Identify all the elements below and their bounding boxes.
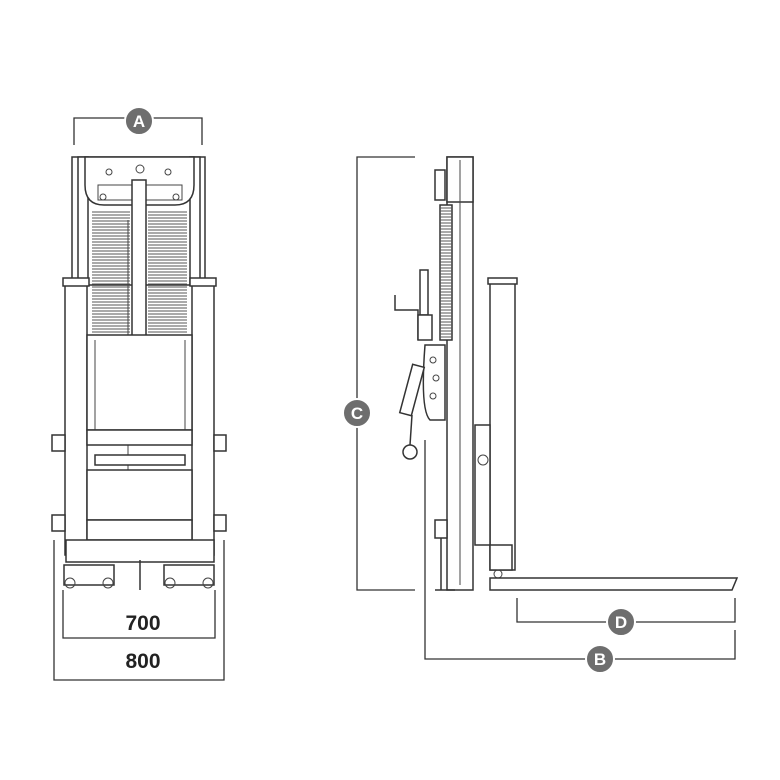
svg-text:A: A bbox=[133, 112, 145, 131]
base bbox=[65, 539, 215, 563]
label-c: C bbox=[342, 398, 372, 428]
label-d: D bbox=[606, 607, 636, 637]
right-outer-post bbox=[191, 279, 215, 556]
svg-text:C: C bbox=[351, 404, 363, 423]
fork-carriage bbox=[489, 279, 516, 571]
side-view bbox=[356, 156, 739, 660]
front-view bbox=[51, 117, 227, 681]
dimension-b-line bbox=[424, 440, 736, 660]
dimension-700-label: 700 bbox=[125, 612, 160, 635]
dimension-800-label: 800 bbox=[125, 650, 160, 673]
left-outer-post bbox=[64, 279, 88, 556]
svg-text:D: D bbox=[615, 613, 627, 632]
pump-unit bbox=[422, 344, 446, 421]
label-a: A bbox=[124, 106, 154, 136]
label-b: B bbox=[585, 644, 615, 674]
dimension-700-line bbox=[62, 590, 216, 639]
svg-text:B: B bbox=[594, 650, 606, 669]
forks bbox=[489, 577, 739, 591]
dimension-c-line bbox=[356, 156, 415, 591]
side-chain bbox=[439, 204, 453, 341]
chain-plates bbox=[92, 211, 187, 333]
dimension-800-line bbox=[53, 540, 225, 681]
